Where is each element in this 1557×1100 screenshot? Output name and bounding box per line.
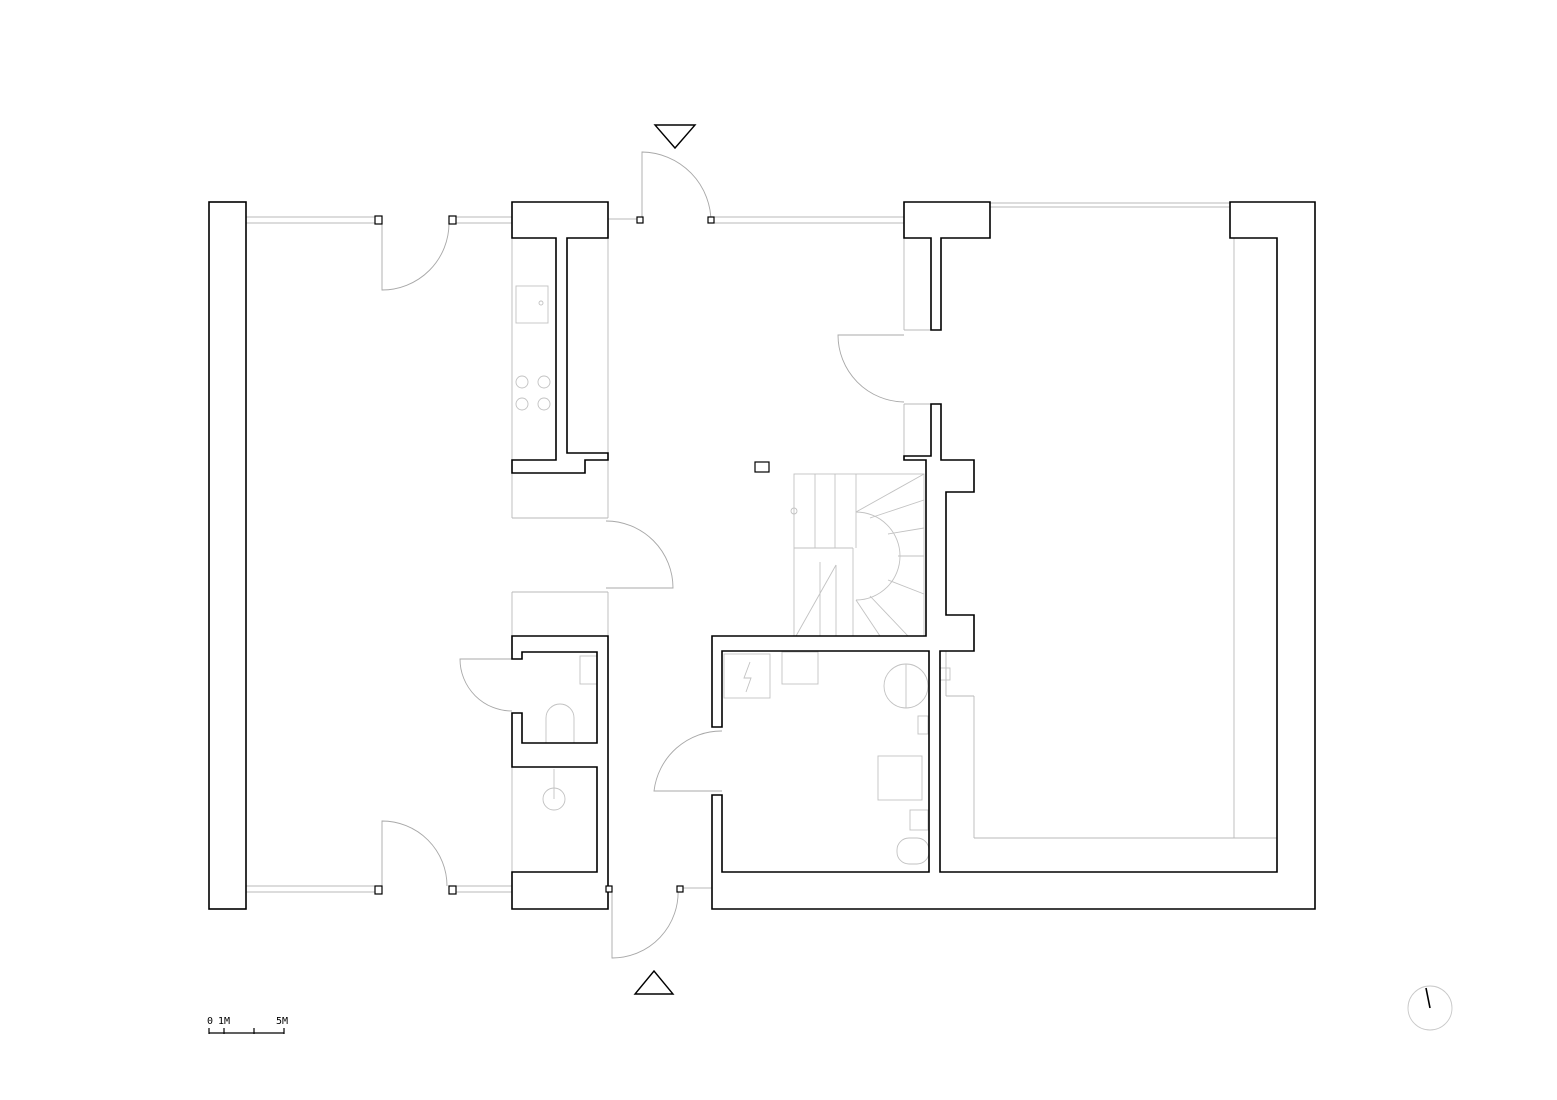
door-posts — [374, 215, 770, 895]
door-swing-bottom-left — [381, 820, 448, 887]
stair-core-wall — [711, 201, 1316, 910]
door-swing-kitchen — [605, 520, 674, 589]
door-swing-wc — [459, 658, 513, 712]
door-swings — [381, 151, 905, 959]
scale-label-0: 0 — [207, 1016, 213, 1027]
triangle-icon — [653, 124, 697, 150]
kitchen-fixtures — [515, 285, 551, 411]
hob-burner — [515, 397, 529, 411]
kitchen-wall-top — [511, 201, 609, 474]
walls — [208, 201, 1316, 910]
west-wall — [208, 201, 247, 910]
bathroom-fixtures — [542, 655, 598, 811]
door-swing-main-north — [641, 151, 712, 224]
door-swing-top-left — [381, 222, 450, 291]
glazing — [246, 202, 1230, 893]
hob-burner — [515, 375, 529, 389]
scale-label-5m: 5M — [276, 1016, 288, 1027]
hall-east-wall-top — [903, 201, 991, 331]
lightning-icon — [743, 661, 752, 693]
hob-burner — [537, 375, 551, 389]
interior-lines — [511, 238, 1277, 872]
triangle-icon — [633, 969, 675, 995]
door-swing-utility — [653, 730, 723, 792]
door-swing-main-south — [611, 887, 679, 959]
door-swing-hall-east — [837, 334, 905, 403]
utility-fixtures — [723, 651, 951, 865]
column — [754, 461, 770, 473]
toilet — [545, 703, 575, 743]
staircase — [790, 473, 925, 637]
cistern — [579, 655, 598, 685]
scale-label-1m: 1M — [218, 1016, 230, 1027]
north-arrow-icon — [1407, 985, 1453, 1031]
electrical-panel — [723, 653, 771, 699]
hob-burner — [537, 397, 551, 411]
scale-bar: 0 1M 5M — [207, 1016, 288, 1034]
washing-machine — [877, 755, 923, 801]
sink — [515, 285, 549, 324]
bathroom-wall — [511, 635, 609, 910]
